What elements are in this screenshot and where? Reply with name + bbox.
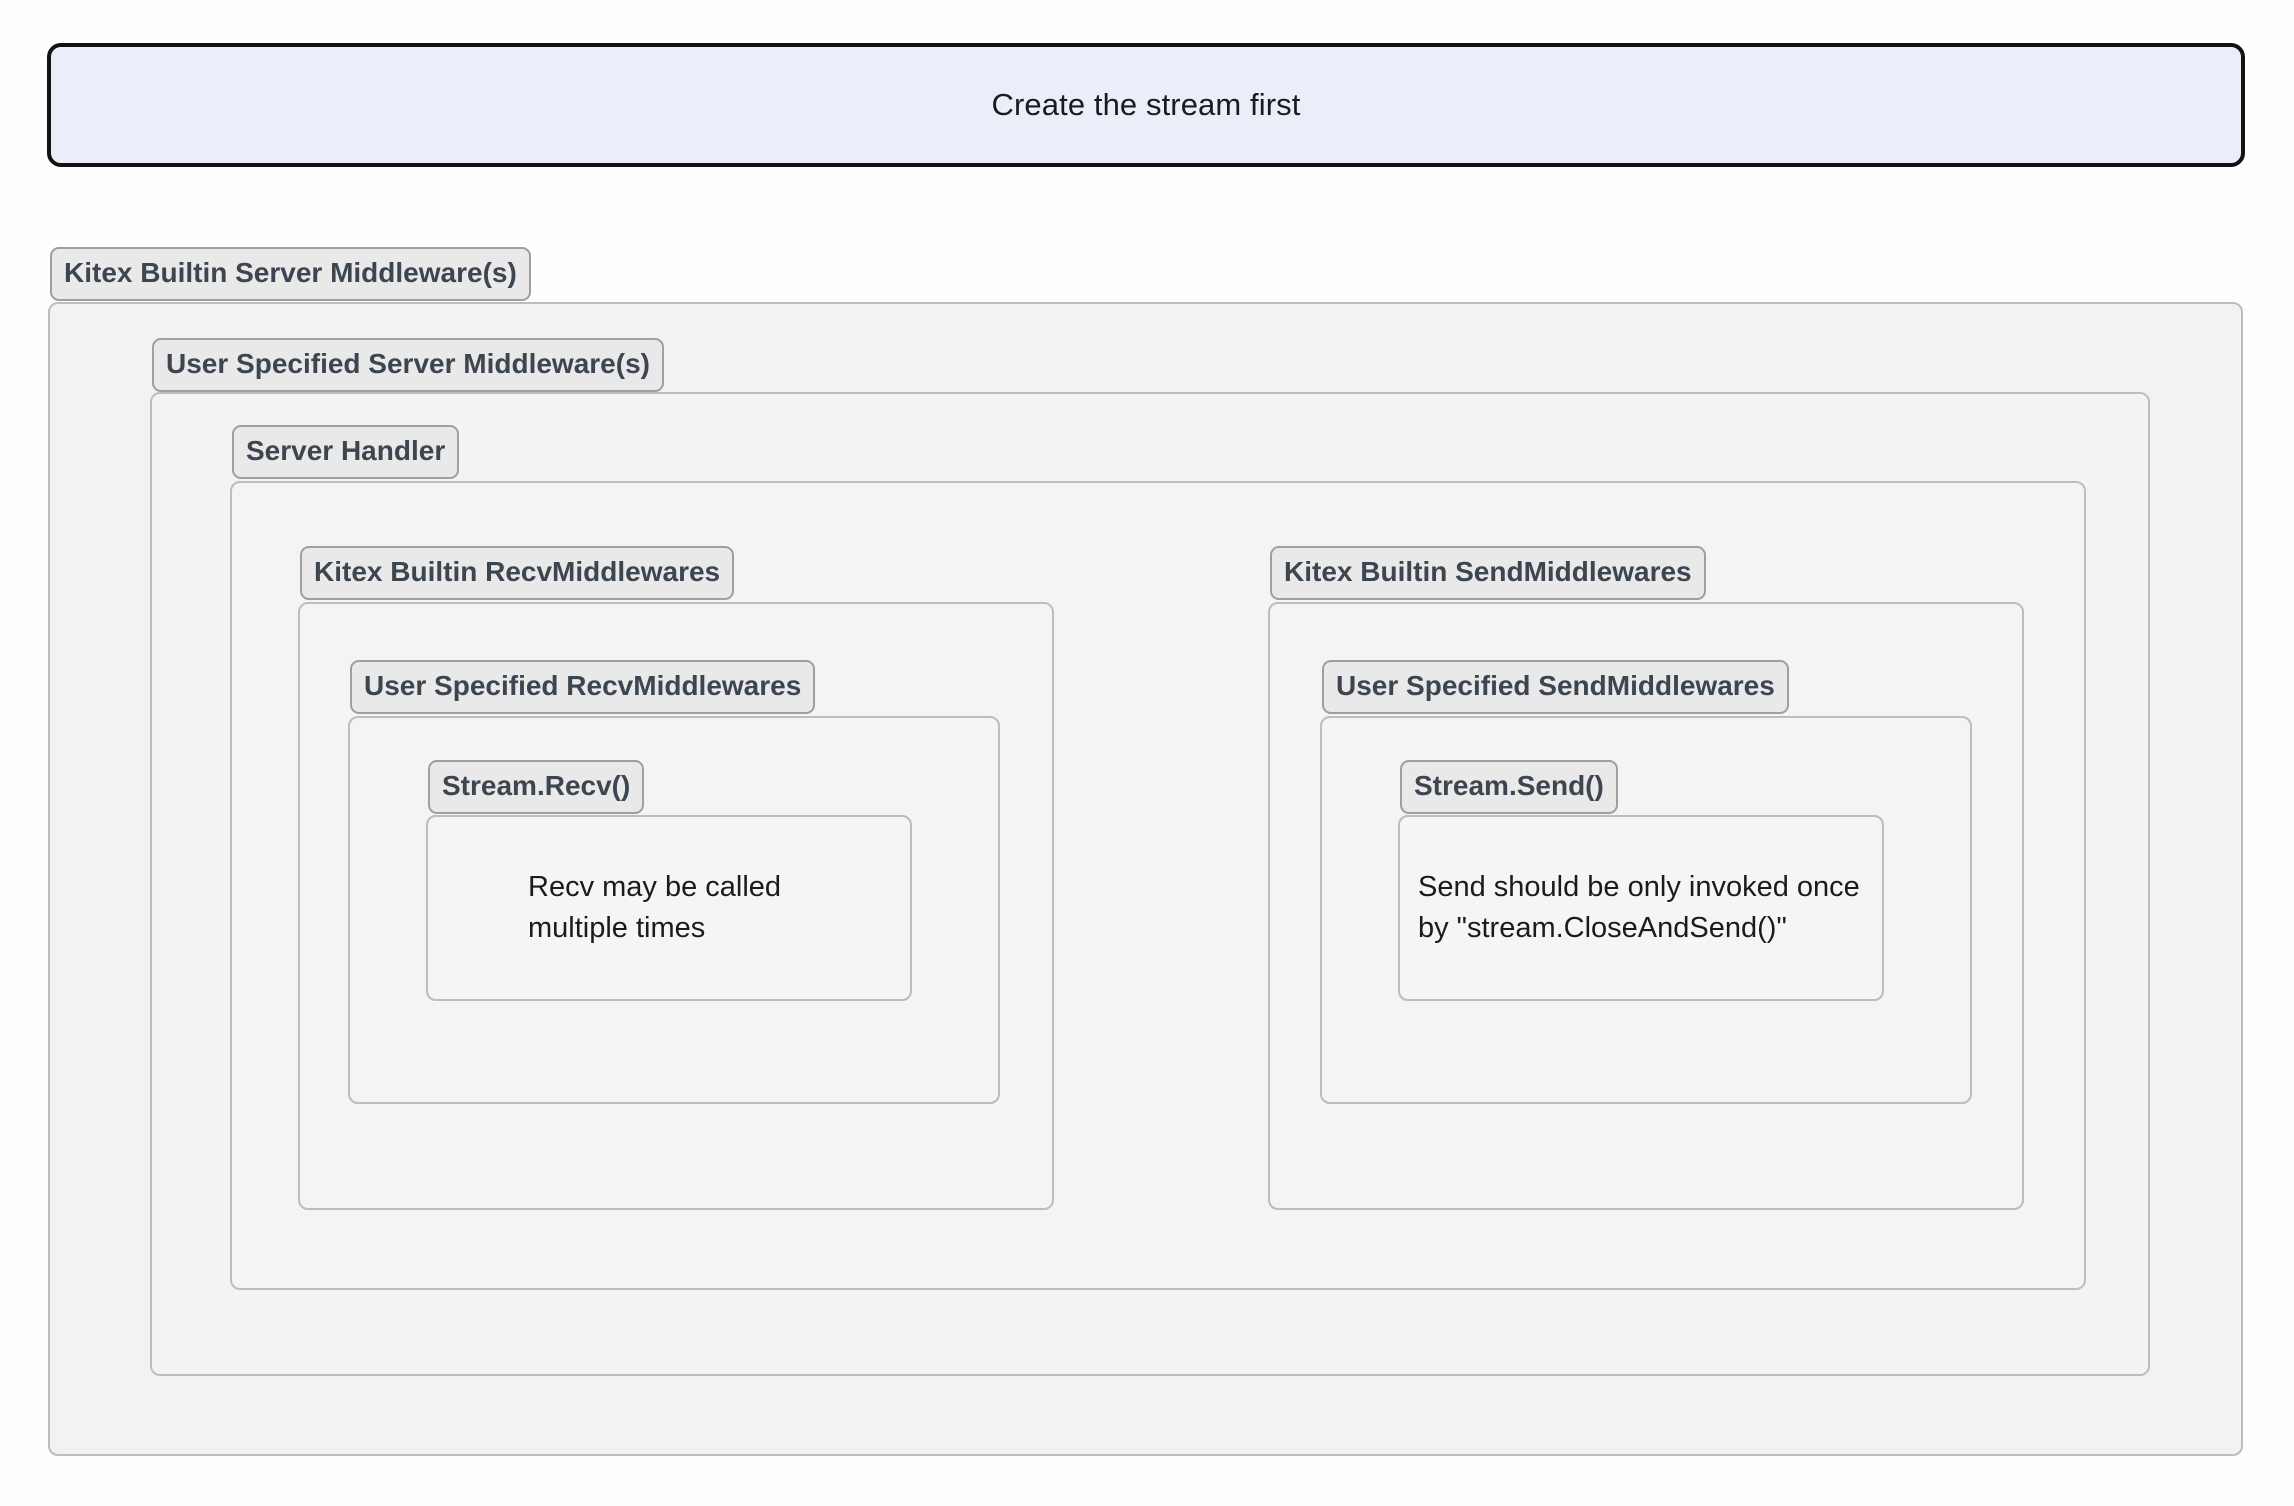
note-recv-multiple-times-text: Recv may be called multiple times	[528, 870, 782, 944]
label-kitex-builtin-recv-middlewares: Kitex Builtin RecvMiddlewares	[300, 546, 735, 600]
label-stream-send: Stream.Send()	[1400, 760, 1618, 814]
label-kitex-builtin-send-middlewares: Kitex Builtin SendMiddlewares	[1270, 546, 1706, 600]
create-stream-banner-text: Create the stream first	[991, 87, 1301, 122]
note-send-once: Send should be only invoked once by "str…	[1398, 815, 1884, 1001]
label-stream-recv: Stream.Recv()	[428, 760, 645, 814]
label-user-specified-send-middlewares: User Specified SendMiddlewares	[1322, 660, 1789, 714]
label-server-handler: Server Handler	[232, 425, 460, 479]
label-user-specified-recv-middlewares: User Specified RecvMiddlewares	[350, 660, 816, 714]
note-recv-multiple-times: Recv may be called multiple times	[426, 815, 912, 1001]
note-send-once-text: Send should be only invoked once by "str…	[1418, 870, 1860, 944]
label-kitex-builtin-server-middlewares: Kitex Builtin Server Middleware(s)	[50, 247, 531, 301]
label-user-specified-server-middlewares: User Specified Server Middleware(s)	[152, 338, 664, 392]
create-stream-banner: Create the stream first	[47, 43, 2245, 167]
